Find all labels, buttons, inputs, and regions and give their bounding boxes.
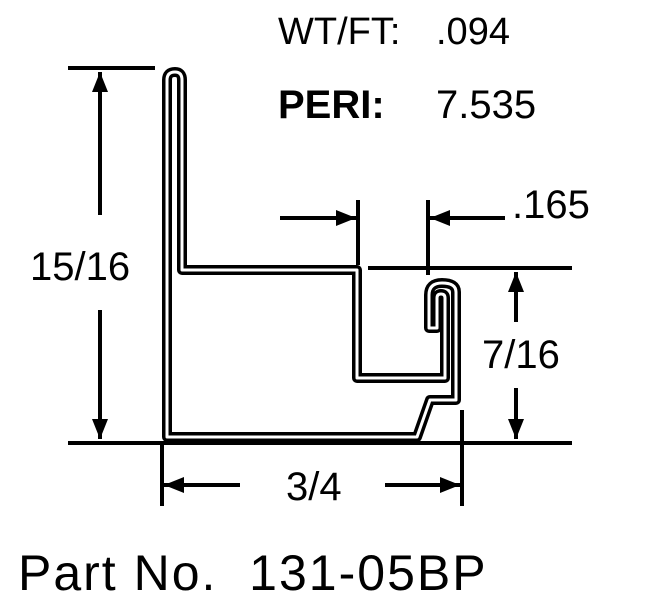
gutter-profile (162, 67, 461, 442)
perimeter-value: 7.535 (436, 83, 536, 127)
perimeter-label: PERI: (278, 83, 385, 127)
slot-width-label: .165 (512, 183, 590, 227)
weight-label: WT/FT: (278, 11, 400, 53)
part-number: Part No. 131-05BP (18, 545, 488, 600)
lip-height-dimension (368, 266, 572, 439)
height-label: 15/16 (30, 245, 130, 289)
lip-height-label: 7/16 (482, 333, 560, 377)
width-label: 3/4 (286, 465, 342, 509)
weight-value: .094 (436, 11, 510, 53)
width-dimension (160, 410, 464, 506)
slot-width-dimension (280, 200, 505, 275)
height-dimension (68, 66, 572, 445)
